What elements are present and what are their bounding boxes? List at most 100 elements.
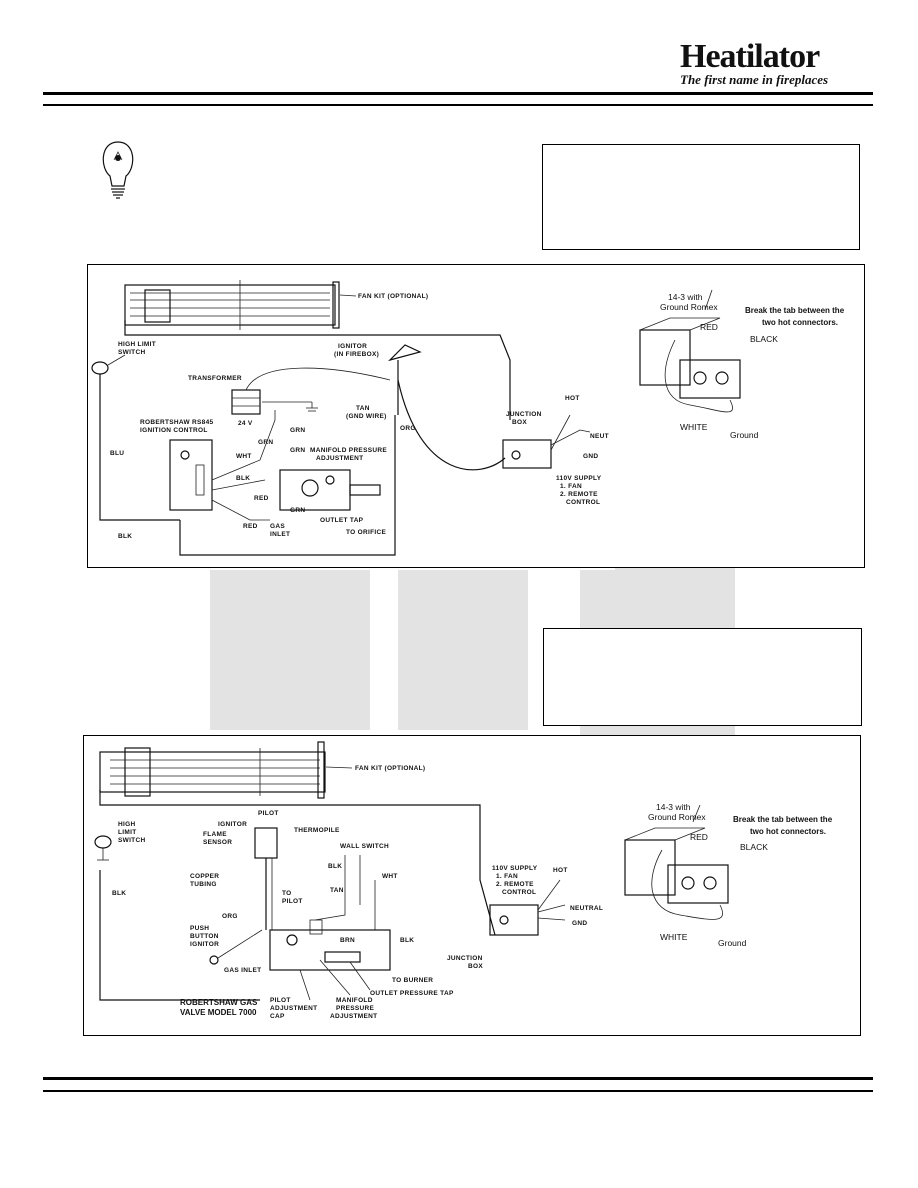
label-org-2: ORG <box>222 913 238 920</box>
label-supply-1: 110V SUPPLY <box>556 475 602 482</box>
label-romex-2: Ground Romex <box>660 302 718 312</box>
label-valve-2: VALVE MODEL 7000 <box>180 1008 257 1017</box>
label-romex-2b: Ground Romex <box>648 812 706 822</box>
label-org: ORG <box>400 425 416 432</box>
label-wht: WHT <box>236 453 252 460</box>
label-red-wire-2: RED <box>690 832 708 842</box>
label-wall-switch: WALL SWITCH <box>340 843 389 850</box>
wiring-diagram-1 <box>87 264 865 568</box>
label-junction-2b: BOX <box>468 963 483 970</box>
label-to-pilot-2: PILOT <box>282 898 303 905</box>
label-fan-kit-2: FAN KIT (OPTIONAL) <box>355 765 425 772</box>
label-high-limit-2a: HIGH <box>118 821 135 828</box>
label-hot-2: HOT <box>553 867 568 874</box>
label-supply-2c: 2. REMOTE <box>496 881 534 888</box>
label-push-1: PUSH <box>190 925 209 932</box>
label-pilot-adj-1: PILOT <box>270 997 291 1004</box>
label-high-limit-2b: LIMIT <box>118 829 136 836</box>
wiring-diagram-2 <box>83 735 861 1036</box>
label-white-wire-2: WHITE <box>660 932 688 942</box>
label-hot: HOT <box>565 395 580 402</box>
lightbulb-icon <box>102 141 134 199</box>
label-valve-1: ROBERTSHAW GAS <box>180 998 258 1007</box>
label-copper-2: TUBING <box>190 881 217 888</box>
label-robertshaw-2: IGNITION CONTROL <box>140 427 208 434</box>
label-black-wire-2: BLACK <box>740 842 768 852</box>
label-manifold-2a: MANIFOLD <box>336 997 373 1004</box>
label-tan: TAN <box>356 405 370 412</box>
brand-tagline: The first name in fireplaces <box>680 72 829 87</box>
label-gas-inlet-2: INLET <box>270 531 290 538</box>
label-supply-3: 2. REMOTE <box>560 491 598 498</box>
label-thermopile: THERMOPILE <box>294 827 340 834</box>
label-ground-wire-2: Ground <box>718 938 747 948</box>
header-rule <box>43 92 873 95</box>
label-igniter: IGNITOR <box>338 343 367 350</box>
label-pilot-adj-3: CAP <box>270 1013 285 1020</box>
label-gas-inlet-2: GAS INLET <box>224 967 261 974</box>
label-24v: 24 V <box>238 420 253 427</box>
label-break-tab-2: two hot connectors. <box>762 318 838 327</box>
label-manifold-2c: ADJUSTMENT <box>330 1013 377 1020</box>
label-blk-left: BLK <box>112 890 126 897</box>
label-copper-1: COPPER <box>190 873 219 880</box>
label-break-tab-1: Break the tab between the <box>745 306 845 315</box>
note-box-2 <box>543 628 862 726</box>
outlet-box-detail-1 <box>639 289 741 413</box>
label-pilot: PILOT <box>258 810 279 817</box>
label-flame-2: SENSOR <box>203 839 232 846</box>
label-pilot-adj-2: ADJUSTMENT <box>270 1005 317 1012</box>
label-grn-3: GRN <box>290 447 305 454</box>
fan-kit-2 <box>99 741 326 799</box>
label-black-wire: BLACK <box>750 334 778 344</box>
label-supply-2a: 110V SUPPLY <box>492 865 538 872</box>
label-break-tab-2a: Break the tab between the <box>733 815 833 824</box>
header-rule-thin <box>43 104 873 106</box>
note-box-1 <box>542 144 860 250</box>
label-blk-r: BLK <box>400 937 414 944</box>
label-flame-1: FLAME <box>203 831 227 838</box>
label-push-3: IGNITOR <box>190 941 219 948</box>
label-to-pilot-1: TO <box>282 890 292 897</box>
label-supply-2d: CONTROL <box>502 889 536 896</box>
label-to-orifice: TO ORIFICE <box>346 529 386 536</box>
label-red-wire: RED <box>700 322 718 332</box>
label-push-2: BUTTON <box>190 933 219 940</box>
brand-logo: Heatilator <box>680 38 820 75</box>
label-manifold-1: MANIFOLD PRESSURE <box>310 447 387 454</box>
label-junction-1: JUNCTION <box>506 411 542 418</box>
label-blk: BLK <box>236 475 250 482</box>
label-to-burner: TO BURNER <box>392 977 433 984</box>
label-manifold-2: ADJUSTMENT <box>316 455 363 462</box>
label-grn-2: GRN <box>290 427 305 434</box>
label-gnd-2: GND <box>572 920 587 927</box>
label-transformer: TRANSFORMER <box>188 375 242 382</box>
label-blk-ws: BLK <box>328 863 342 870</box>
label-white-wire: WHITE <box>680 422 708 432</box>
label-grn-1: GRN <box>258 439 273 446</box>
label-fan-kit: FAN KIT (OPTIONAL) <box>358 293 428 300</box>
label-tan-2: TAN <box>330 887 344 894</box>
label-neut: NEUT <box>590 433 609 440</box>
label-high-limit-1: HIGH LIMIT <box>118 341 156 348</box>
label-red-1: RED <box>254 495 269 502</box>
label-blu: BLU <box>110 450 124 457</box>
label-blk-bottom: BLK <box>118 533 132 540</box>
label-supply-2: 1. FAN <box>560 483 582 490</box>
label-junction-2: BOX <box>512 419 527 426</box>
label-junction-2a: JUNCTION <box>447 955 483 962</box>
label-high-limit-2c: SWITCH <box>118 837 145 844</box>
label-outlet-tap: OUTLET TAP <box>320 517 364 524</box>
label-tan-sub: (GND WIRE) <box>346 413 387 420</box>
label-supply-2b: 1. FAN <box>496 873 518 880</box>
label-ground-wire: Ground <box>730 430 759 440</box>
label-wht-2: WHT <box>382 873 398 880</box>
footer-rule <box>43 1077 873 1080</box>
footer-rule-thin <box>43 1090 873 1092</box>
label-outlet-tap-2: OUTLET PRESSURE TAP <box>370 990 454 997</box>
label-manifold-2b: PRESSURE <box>336 1005 375 1012</box>
label-brn: BRN <box>340 937 355 944</box>
outlet-box-detail-2 <box>624 804 729 920</box>
